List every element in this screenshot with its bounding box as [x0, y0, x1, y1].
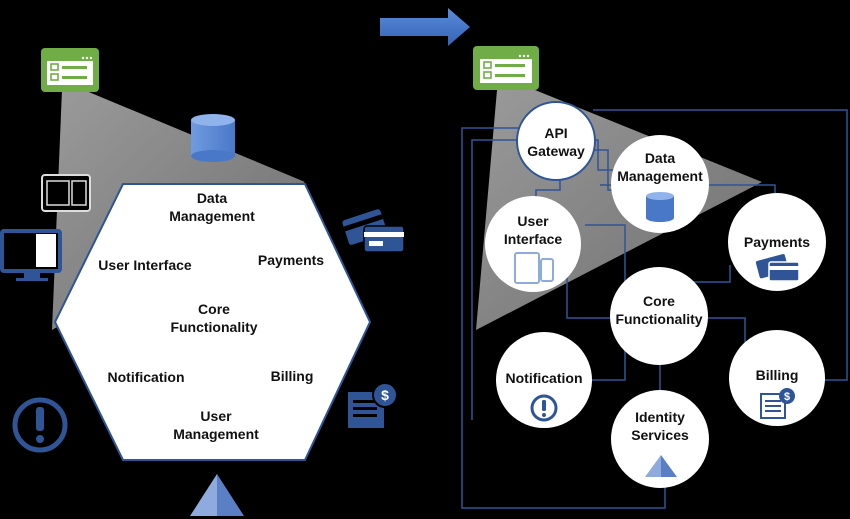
database-icon: [646, 192, 674, 222]
service-notification: Notification: [496, 332, 592, 428]
alert-exclamation-icon: [12, 397, 68, 453]
monolith-payments-label: Payments: [257, 252, 325, 268]
monolith-billing-label: Billing: [270, 368, 314, 384]
database-icon: [191, 114, 235, 162]
billing-label: Billing: [755, 367, 799, 383]
monolith-data-management-label: Data Management: [169, 190, 255, 224]
alert-exclamation-icon: [530, 394, 558, 422]
notification-label: Notification: [505, 370, 583, 386]
browser-window-icon-right: [473, 46, 539, 90]
invoice-dollar-icon: $: [348, 382, 398, 428]
invoice-dollar-icon: $: [760, 388, 795, 419]
core-functionality-label: Core Functionality: [615, 293, 703, 327]
monolith-hexagon: [53, 183, 372, 461]
svg-text:$: $: [784, 391, 790, 403]
browser-window-icon: [41, 48, 99, 92]
devices-icon: [514, 252, 554, 284]
devices-icon: [41, 174, 91, 212]
monolith-core-functionality-label: Core Functionality: [170, 301, 258, 335]
service-api-gateway: API Gateway: [516, 101, 596, 181]
api-gateway-label: API Gateway: [527, 125, 585, 159]
identity-services-label: Identity Services: [631, 409, 689, 443]
data-management-label: Data Management: [617, 150, 703, 184]
service-identity-services: Identity Services: [611, 390, 709, 488]
pyramid-icon: [645, 455, 677, 477]
desktop-monitor-icon: [0, 229, 62, 281]
service-billing: Billing $: [729, 330, 825, 426]
service-data-management: Data Management: [611, 135, 709, 233]
monolith-user-management-label: User Management: [173, 408, 259, 442]
payments-label: Payments: [743, 234, 811, 250]
credit-cards-icon: [755, 254, 800, 282]
monolith-user-interface-label: User Interface: [98, 257, 192, 273]
service-user-interface: User Interface: [485, 196, 581, 292]
service-core-functionality: Core Functionality: [610, 267, 708, 365]
user-interface-label: User Interface: [503, 213, 563, 247]
svg-text:$: $: [381, 387, 389, 403]
service-payments: Payments: [728, 193, 826, 291]
pyramid-icon: [190, 474, 244, 516]
monolith-notification-label: Notification: [107, 369, 185, 385]
arrow-right-icon: [380, 8, 470, 46]
credit-cards-icon: [342, 209, 405, 253]
